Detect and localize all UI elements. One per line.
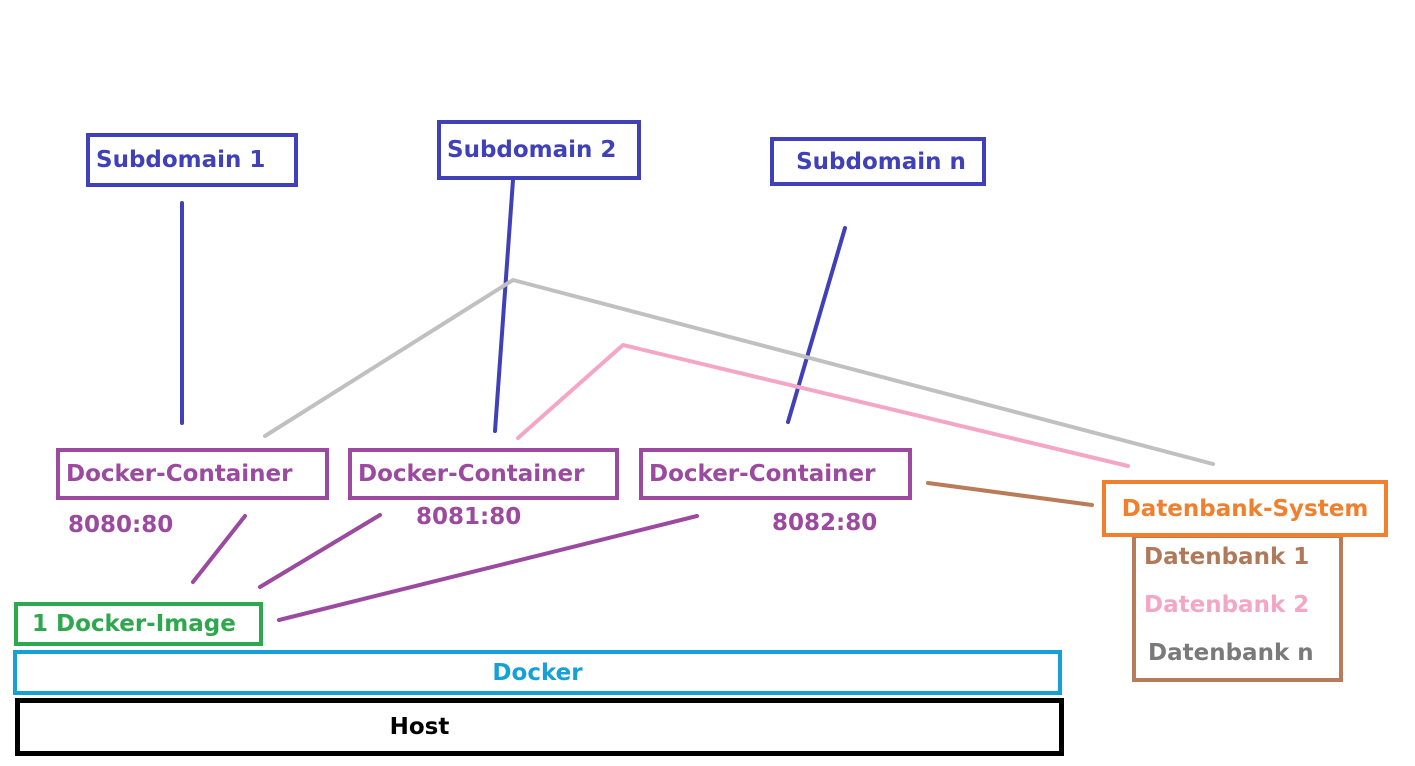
link-container2-database-pink <box>516 343 1130 468</box>
link-subdomain2-container2 <box>493 178 515 433</box>
docker-container-3-box: Docker-Container <box>639 448 912 500</box>
docker-image-label: 1 Docker-Image <box>32 611 236 637</box>
docker-container-1-label: Docker-Container <box>66 461 293 487</box>
docker-image-box: 1 Docker-Image <box>14 602 263 646</box>
database-system-label: Datenbank-System <box>1121 495 1369 522</box>
docker-container-2-box: Docker-Container <box>348 448 619 500</box>
port-mapping-3: 8082:80 <box>772 510 878 536</box>
link-subdomainn-container3 <box>786 226 847 424</box>
database-n-label: Datenbank n <box>1148 640 1314 666</box>
subdomain-n-box: Subdomain n <box>770 137 986 186</box>
port-mapping-2: 8081:80 <box>416 504 522 530</box>
database-system-box: Datenbank-System <box>1102 480 1388 537</box>
database-list-box: Datenbank 1 Datenbank 2 Datenbank n <box>1132 534 1343 682</box>
subdomain-2-box: Subdomain 2 <box>437 120 641 180</box>
link-container1-database-gray <box>263 278 1215 466</box>
database-2-label: Datenbank 2 <box>1144 592 1310 618</box>
link-container3-database-brown <box>926 481 1094 507</box>
docker-container-3-label: Docker-Container <box>649 461 876 487</box>
subdomain-2-label: Subdomain 2 <box>447 137 617 163</box>
subdomain-n-label: Subdomain n <box>796 148 966 175</box>
host-layer-label: Host <box>389 714 450 740</box>
subdomain-1-box: Subdomain 1 <box>86 133 298 187</box>
link-image-container3 <box>277 514 699 622</box>
docker-layer-label: Docker <box>492 659 583 686</box>
link-image-container2 <box>258 513 382 589</box>
database-1-label: Datenbank 1 <box>1144 544 1310 570</box>
docker-container-1-box: Docker-Container <box>56 448 329 500</box>
docker-container-2-label: Docker-Container <box>358 461 585 487</box>
link-image-container1 <box>191 514 247 584</box>
port-mapping-1: 8080:80 <box>68 512 174 538</box>
docker-layer-box: Docker <box>13 650 1062 695</box>
subdomain-1-label: Subdomain 1 <box>96 147 266 173</box>
host-layer-box: Host <box>15 698 1064 756</box>
